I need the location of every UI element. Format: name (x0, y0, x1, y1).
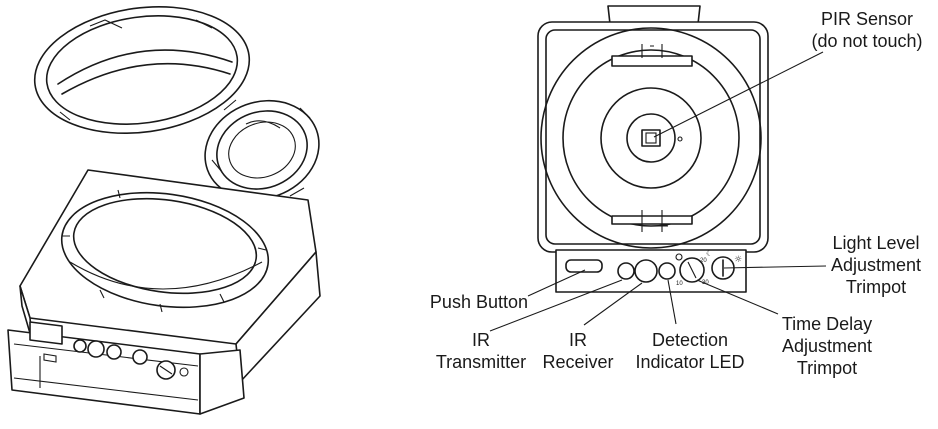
exploded-view (7, 5, 321, 415)
dial-mark-30: 30 (702, 280, 709, 286)
label-ir-receiver: IR Receiver (542, 330, 614, 372)
label-time-delay-trimpot: Time Delay Adjustment Trimpot (781, 314, 873, 378)
leader-push-button (527, 269, 586, 297)
lens-cover-drawing (33, 5, 251, 135)
dial-mark-10: 10 (676, 281, 683, 287)
label-ir-transmitter: IR Transmitter (435, 330, 527, 372)
leader-ir-receiver (583, 282, 643, 326)
sensor-body-drawing (7, 169, 321, 415)
push-button-shape (565, 259, 603, 273)
pir-sensor-chip (641, 129, 661, 147)
moon-icon: ☾ (706, 249, 713, 258)
lens-ring-drawing (204, 99, 320, 201)
leader-ir-transmitter (489, 279, 623, 332)
leader-light-level (723, 265, 827, 269)
leader-detection-led (667, 279, 677, 325)
label-detection-indicator-led: Detection Indicator LED (635, 330, 745, 372)
leader-time-delay (696, 279, 779, 315)
label-light-level-trimpot: Light Level Adjustment Trimpot (830, 233, 922, 297)
leader-pir (653, 51, 824, 138)
front-view: 10 20 30 ☼ ☾ (489, 5, 827, 332)
lens-outer-ring (540, 27, 762, 249)
ir-transmitter-shape (617, 262, 635, 280)
detection-led-shape (658, 262, 676, 280)
label-push-button: Push Button (429, 292, 528, 312)
sun-icon: ☼ (734, 255, 742, 265)
dial-mark-20: 20 (700, 258, 707, 264)
ir-receiver-shape (634, 259, 658, 283)
label-pir-sensor: PIR Sensor (do not touch) (811, 9, 923, 51)
